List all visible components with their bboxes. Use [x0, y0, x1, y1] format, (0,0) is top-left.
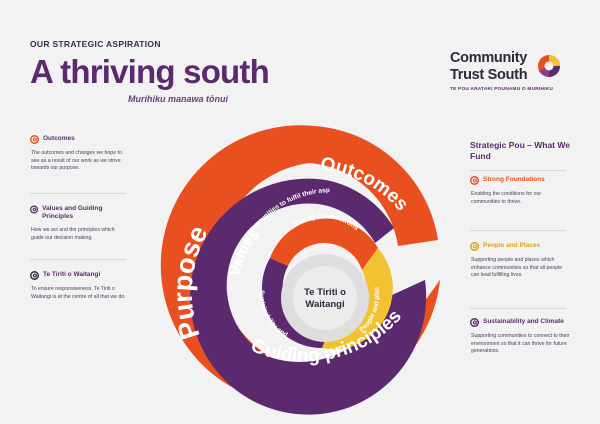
- pou-heading: People and Places: [483, 242, 541, 249]
- eyebrow-label: OUR STRATEGIC ASPIRATION: [30, 39, 161, 49]
- gold-swirl-icon: [470, 242, 479, 251]
- page-title: A thriving south: [30, 53, 270, 90]
- sustainability-band: [261, 258, 330, 348]
- legend-heading: Values and Guiding Principles: [42, 205, 103, 221]
- legend-item-tiriti: Te Tiriti o Waitangi To ensure responsiv…: [30, 271, 126, 301]
- orange-swirl-icon: [470, 176, 479, 185]
- pou-description: Supporting people and places which enhan…: [471, 257, 563, 279]
- people-places-band: [322, 248, 393, 350]
- purple-swirl-icon: [30, 205, 39, 214]
- logo-line-2: Trust South: [450, 67, 528, 83]
- pou-item-strong-foundations: Strong Foundations Enabling the conditio…: [470, 176, 570, 206]
- pou-description: Supporting communities to connect to the…: [471, 333, 570, 355]
- legend-description: To ensure responsiveness, Te Tiriti o Wa…: [31, 286, 126, 300]
- logo-mark-icon: [538, 55, 560, 78]
- divider: [30, 193, 126, 194]
- strategy-spiral-diagram: Purpose Empowering communities to fulfil…: [140, 108, 440, 415]
- centre-label-line-2: Waitangi: [305, 299, 344, 310]
- purple-swirl-icon: [470, 318, 479, 327]
- legend-description: How we act and the principles which guid…: [31, 227, 115, 241]
- pou-item-sustainability: Sustainability and Climate Supporting co…: [470, 318, 570, 356]
- guiding-principles-tail: [250, 280, 425, 382]
- logo-line-1: Community: [450, 50, 528, 66]
- orange-swirl-icon: [30, 135, 39, 144]
- pou-heading: Strong Foundations: [483, 176, 545, 183]
- page-subtitle: Murihiku manawa tōnui: [128, 94, 229, 104]
- legend-heading: Outcomes: [43, 135, 75, 142]
- centre-disc: [293, 266, 357, 330]
- legend-heading: Te Tiriti o Waitangi: [43, 271, 101, 278]
- centre-label-line-1: Te Tiriti o: [304, 287, 346, 298]
- divider: [30, 259, 126, 260]
- pou-heading: Sustainability and Climate: [483, 318, 564, 325]
- pou-description: Enabling the conditions for our communit…: [471, 191, 542, 205]
- dark-swirl-icon: [30, 271, 39, 280]
- divider: [470, 170, 566, 171]
- pou-item-people-places: People and Places Supporting people and …: [470, 242, 570, 280]
- legend-item-values: Values and Guiding Principles How we act…: [30, 205, 126, 242]
- logo-tagline: TE POU ARATAKI POUNAMU O MURIHIKU: [450, 87, 553, 92]
- strategic-pou-title: Strategic Pou – What We Fund: [470, 140, 570, 161]
- strong-foundations-band: [270, 218, 378, 270]
- right-legend: Strategic Pou – What We Fund Strong Foun…: [470, 140, 570, 354]
- divider: [470, 308, 566, 309]
- legend-item-outcomes: Outcomes The outcomes and changes we hop…: [30, 135, 126, 173]
- legend-description: The outcomes and changes we hope to see …: [31, 150, 122, 172]
- divider: [470, 230, 566, 231]
